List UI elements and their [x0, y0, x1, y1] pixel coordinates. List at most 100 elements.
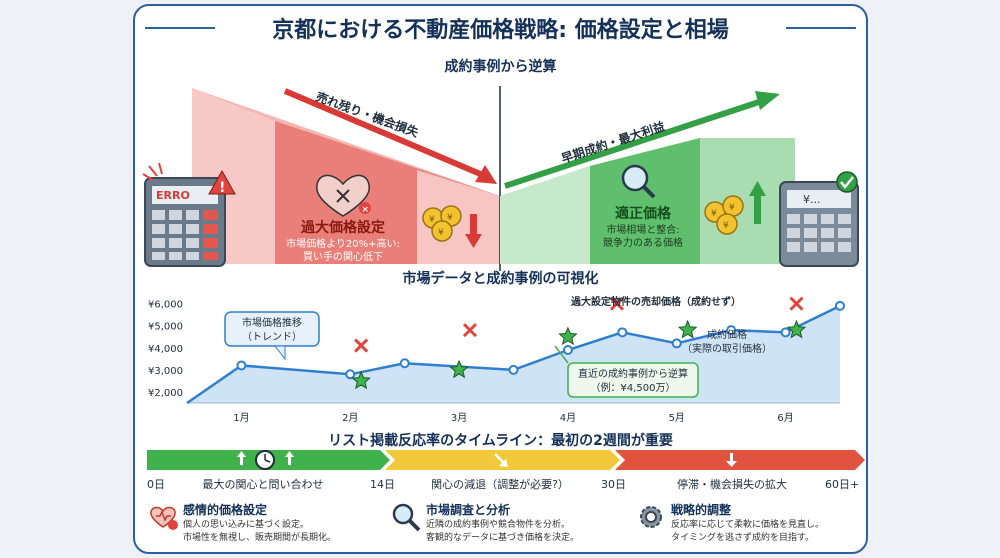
tip-title: 市場調査と分析: [426, 503, 511, 517]
error-calculator-icon: [144, 177, 226, 267]
clock-icon: [255, 450, 275, 470]
tip-desc-1: 近隣の成約事例や競合物件を分析。: [426, 520, 571, 530]
ok-calculator-icon: [779, 181, 859, 267]
calculator-display: ¥...: [803, 193, 821, 206]
tip-title: 戦略的調整: [671, 503, 732, 517]
svg-text:!: !: [219, 180, 225, 196]
x-tick-label: 4月: [560, 412, 576, 424]
pricing-hero: ERRO ! × 過大価格設定 市場価格より20%+高い: 買い手の関心低下: [135, 66, 866, 276]
svg-text:×: ×: [362, 205, 370, 215]
cross-stroke: [609, 296, 624, 311]
tip-desc-1: 反応率に応じて柔軟に価格を見直し。: [671, 520, 825, 530]
market-point: [562, 345, 573, 355]
closed-deal-star: [786, 319, 807, 339]
magnifier-icon: [621, 164, 656, 199]
magnifier-icon: [392, 503, 421, 532]
down-arrow-icon: [465, 214, 482, 248]
timeline-tick-14: 14日: [370, 478, 395, 491]
x-tick-label: 2月: [342, 412, 358, 424]
heart-broken-icon: [150, 506, 178, 530]
market-point: [345, 369, 356, 380]
closed-deal-star: [351, 370, 371, 390]
title-rule-left: [145, 27, 215, 29]
recent-callout-box: [567, 362, 699, 398]
closed-price-sublabel: （実際の取引価格）: [682, 342, 772, 355]
recent-sublabel: （例：¥4,500万）: [591, 381, 676, 394]
fair-price-desc-2: 競争力のある価格: [603, 236, 683, 249]
up-arrow-icon: [237, 451, 294, 465]
chart-heading: 市場データと成約事例の可視化: [402, 271, 599, 287]
x-tick-label: 5月: [669, 412, 685, 424]
timeline-label-green: 最大の関心と問い合わせ: [203, 477, 324, 491]
coins-icon: ¥ ¥ ¥: [422, 205, 462, 242]
timeline-tick-60: 60日+: [825, 478, 859, 491]
trend-sublabel: （トレンド）: [242, 331, 302, 343]
closed-deal-star: [449, 359, 469, 379]
timeline-heading: リスト掲載反応率のタイムライン：最初の2週間が重要: [328, 433, 673, 449]
overpriced-desc-2: 買い手の関心低下: [303, 250, 383, 263]
tip-desc-2: 市場性を無視し、販売期間が長期化。: [183, 533, 337, 543]
up-arrow-icon: [749, 181, 766, 224]
growth-arrow: [504, 91, 780, 189]
decline-arrow-label: 売れ残り・機会損失: [314, 89, 422, 140]
market-point: [671, 338, 682, 349]
fair-price-desc-1: 市場相場と整合:: [606, 223, 679, 236]
coins-icon: ¥ ¥ ¥: [704, 195, 744, 235]
heart-broken-icon: ×: [316, 174, 371, 217]
market-point: [835, 300, 845, 311]
svg-text:¥: ¥: [429, 215, 435, 225]
trend-callout-pointer: [273, 345, 286, 361]
tip-title: 感情的価格設定: [183, 503, 268, 517]
y-tick-label: ¥3,000: [148, 366, 183, 377]
cross-stroke: [354, 338, 369, 353]
gear-icon: [640, 506, 662, 528]
market-point: [780, 327, 791, 338]
down-arrow-icon: [726, 453, 737, 467]
y-tick-label: ¥4,000: [148, 344, 183, 355]
strategy-tips: 感情的価格設定 個人の思い込みに基づく設定。市場性を無視し、販売期間が長期化。 …: [135, 499, 866, 552]
response-timeline: 0日 14日 30日 60日+ 最大の関心と問い合わせ 関心の減退（調整が必要?…: [135, 446, 866, 496]
overpriced-desc-1: 市場価格より20%+高い:: [286, 237, 400, 250]
overpriced-cross: [789, 296, 804, 311]
check-icon: [836, 171, 858, 193]
tip-strategic-adjustment: 戦略的調整 反応率に応じて柔軟に価格を見直し。タイミングを逃さず成約を目指す。: [635, 499, 865, 552]
timeline-label-red: 停滞・機会損失の拡大: [677, 477, 787, 491]
market-point: [399, 358, 410, 369]
x-tick-label: 1月: [233, 412, 249, 424]
timeline-tick-0: 0日: [147, 478, 165, 491]
tip-desc-1: 個人の思い込みに基づく設定。: [183, 520, 310, 530]
tip-emotional-pricing: 感情的価格設定 個人の思い込みに基づく設定。市場性を無視し、販売期間が長期化。: [147, 499, 377, 552]
market-chart: ¥2,000 ¥3,000 ¥4,000 ¥5,000 ¥6,000 1月 2月 3月 4月 5月…: [135, 291, 866, 426]
y-tick-label: ¥6,000: [148, 300, 183, 311]
alert-rays-icon: [142, 162, 163, 181]
cross-stroke: [462, 323, 478, 338]
market-point: [236, 360, 247, 371]
y-tick-label: ¥2,000: [148, 388, 183, 399]
fair-price-title: 適正価格: [615, 205, 672, 222]
svg-text:¥: ¥: [447, 213, 453, 223]
x-tick-label: 3月: [451, 412, 467, 424]
diagonal-down-arrow-icon: [494, 453, 508, 467]
closed-price-label: 成約価格: [707, 328, 747, 341]
svg-text:¥: ¥: [438, 228, 444, 238]
overpriced-title: 過大価格設定: [300, 219, 385, 236]
svg-text:¥: ¥: [723, 221, 729, 231]
svg-text:¥: ¥: [729, 203, 735, 213]
overpriced-cross: [609, 296, 624, 311]
trend-callout-box: [224, 311, 320, 347]
timeline-label-yellow: 関心の減退（調整が必要?）: [431, 477, 569, 491]
infographic-frame: 京都における不動産価格戦略: 価格設定と相場 成約事例から逆算: [133, 4, 868, 554]
market-point: [726, 325, 737, 336]
tip-desc-2: タイミングを逃さず成約を目指す。: [671, 533, 815, 543]
market-point: [617, 327, 628, 338]
hero-heading: 成約事例から逆算: [444, 59, 557, 75]
closed-deal-star: [677, 319, 698, 339]
svg-text:¥: ¥: [711, 209, 717, 219]
trend-label: 市場価格推移: [242, 316, 302, 329]
calculator-error-display: ERRO: [156, 189, 190, 202]
y-tick-label: ¥5,000: [148, 322, 183, 333]
market-point: [508, 364, 519, 375]
title-rule-right: [786, 27, 856, 29]
cross-stroke: [789, 296, 804, 311]
timeline-tick-30: 30日: [601, 478, 626, 491]
